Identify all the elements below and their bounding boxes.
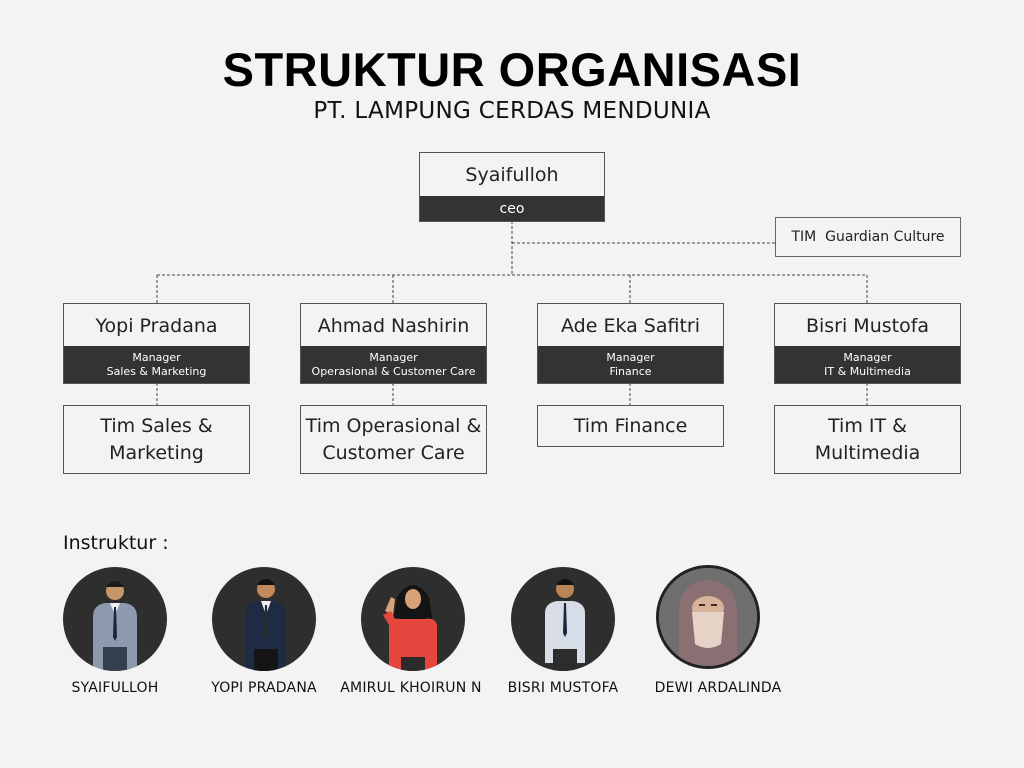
person-suit-icon bbox=[246, 579, 286, 671]
ceo-name: Syaifulloh bbox=[465, 164, 559, 186]
manager-name: Yopi Pradana bbox=[95, 315, 218, 337]
ceo-role: ceo bbox=[420, 196, 604, 221]
manager-box-finance: Ade Eka Safitri Manager Finance bbox=[537, 303, 724, 384]
team-label-line: Customer Care bbox=[322, 441, 465, 464]
team-label-line: Tim Finance bbox=[573, 414, 688, 437]
manager-role-title: Manager bbox=[132, 350, 181, 364]
ceo-role-label: ceo bbox=[499, 200, 525, 217]
team-box-it: Tim IT & Multimedia bbox=[774, 405, 961, 474]
ceo-box: Syaifulloh ceo bbox=[419, 152, 605, 222]
team-label-line: Tim Sales & bbox=[100, 414, 213, 437]
avatar-bisri-mustofa bbox=[511, 567, 615, 671]
person-niqab-icon bbox=[659, 568, 757, 666]
avatar-yopi-pradana bbox=[212, 567, 316, 671]
team-box-finance: Tim Finance bbox=[537, 405, 724, 447]
instructor-name: AMIRUL KHOIRUN N bbox=[340, 680, 482, 696]
manager-role-title: Manager bbox=[369, 350, 418, 364]
team-box-sales: Tim Sales & Marketing bbox=[63, 405, 250, 474]
avatar-amirul-khoirun bbox=[361, 567, 465, 671]
team-label-line: Tim IT & bbox=[828, 414, 907, 437]
page-subtitle: PT. LAMPUNG CERDAS MENDUNIA bbox=[313, 98, 711, 124]
team-label-line: Multimedia bbox=[814, 441, 921, 464]
page-title: STRUKTUR ORGANISASI bbox=[222, 43, 802, 96]
avatar-dewi-ardalinda bbox=[656, 565, 760, 669]
manager-role: Manager Operasional & Customer Care bbox=[301, 346, 486, 383]
manager-role-dept: Finance bbox=[609, 364, 652, 378]
manager-name: Bisri Mustofa bbox=[805, 315, 930, 337]
avatar-syaifulloh bbox=[63, 567, 167, 671]
manager-box-sales: Yopi Pradana Manager Sales & Marketing bbox=[63, 303, 250, 384]
manager-name: Ade Eka Safitri bbox=[560, 315, 701, 337]
instructors-label: Instruktur : bbox=[63, 532, 169, 554]
manager-box-it: Bisri Mustofa Manager IT & Multimedia bbox=[774, 303, 961, 384]
instructor-name: DEWI ARDALINDA bbox=[654, 680, 782, 696]
instructor-name: BISRI MUSTOFA bbox=[507, 680, 619, 696]
manager-role: Manager Sales & Marketing bbox=[64, 346, 249, 383]
team-label-line: Tim Operasional & bbox=[305, 414, 482, 437]
manager-role-dept: IT & Multimedia bbox=[824, 364, 911, 378]
instructor-name: SYAIFULLOH bbox=[71, 680, 159, 696]
manager-box-operasional: Ahmad Nashirin Manager Operasional & Cus… bbox=[300, 303, 487, 384]
manager-role-title: Manager bbox=[843, 350, 892, 364]
team-label-line: Marketing bbox=[109, 441, 204, 464]
team-box-operasional: Tim Operasional & Customer Care bbox=[300, 405, 487, 474]
manager-role-title: Manager bbox=[606, 350, 655, 364]
instructor-name: YOPI PRADANA bbox=[211, 680, 317, 696]
person-shirt-icon bbox=[545, 579, 585, 671]
manager-role: Manager IT & Multimedia bbox=[775, 346, 960, 383]
manager-role-dept: Operasional & Customer Care bbox=[311, 364, 476, 378]
manager-name: Ahmad Nashirin bbox=[317, 315, 470, 337]
person-suit-icon bbox=[93, 581, 137, 671]
manager-role-dept: Sales & Marketing bbox=[106, 364, 207, 378]
manager-role: Manager Finance bbox=[538, 346, 723, 383]
person-hijab-icon bbox=[383, 585, 437, 671]
guardian-culture-box: TIM Guardian Culture bbox=[775, 217, 961, 257]
